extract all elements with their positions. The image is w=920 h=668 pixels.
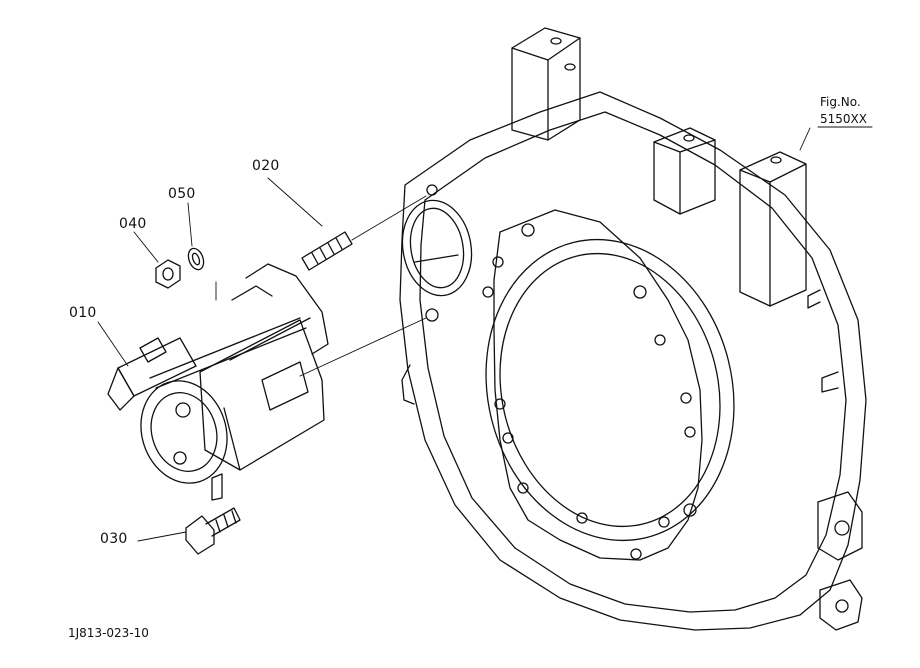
spring-washer-050: [186, 246, 207, 271]
part-label-030: 030: [100, 531, 128, 547]
part-label-050: 050: [168, 186, 196, 202]
part-label-020: 020: [252, 158, 280, 174]
part-label-040: 040: [119, 216, 147, 232]
leader-020: [268, 178, 322, 226]
bolt-030: [186, 508, 240, 554]
drawing-code: 1J813-023-10: [68, 626, 149, 640]
leader-fig: [800, 128, 810, 150]
leader-lines: [98, 127, 872, 541]
fig-number: 5150XX: [820, 112, 867, 126]
leader-010: [98, 322, 128, 366]
leader-040: [134, 232, 158, 262]
starter-motor-010: [108, 264, 426, 500]
hex-nut-040: [156, 260, 180, 288]
fig-label: Fig.No.: [820, 95, 861, 109]
stud-bolt-020: [302, 196, 426, 270]
leader-030: [138, 532, 186, 541]
flywheel-housing: [395, 28, 866, 630]
figure-reference: Fig.No. 5150XX: [820, 94, 867, 128]
leader-050: [188, 203, 192, 246]
part-label-010: 010: [69, 305, 97, 321]
